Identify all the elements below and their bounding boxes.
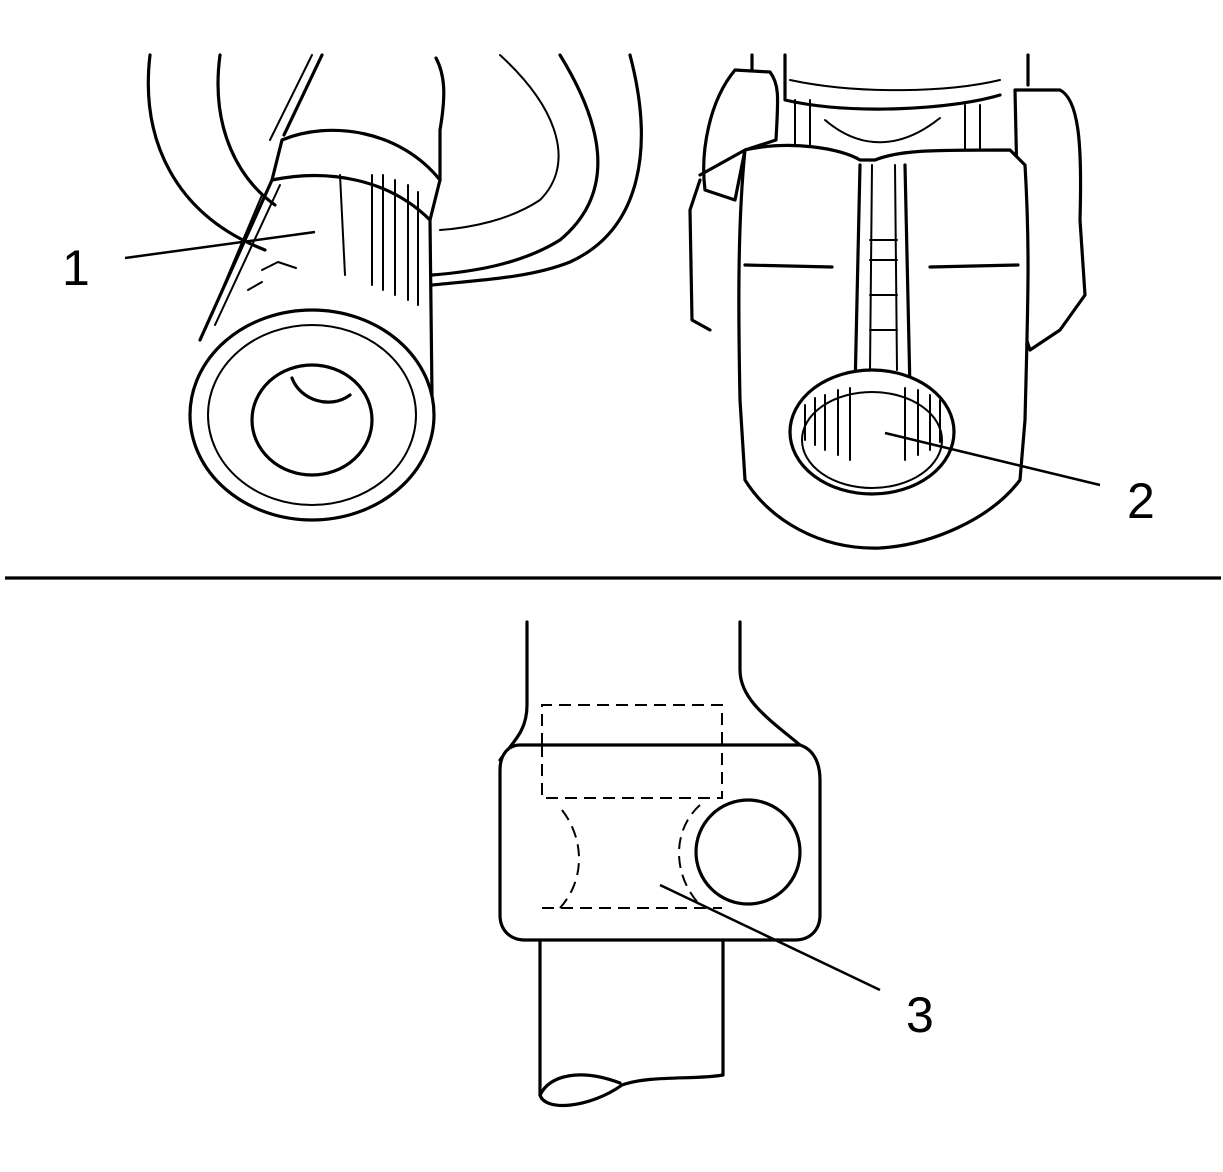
callout-2-leader xyxy=(884,431,1101,487)
callout-2-label: 2 xyxy=(1127,473,1155,529)
yoke-illustration xyxy=(688,53,1087,550)
callout-3-label: 3 xyxy=(906,987,934,1043)
callout-1-leader xyxy=(124,230,316,260)
callout-3-leader xyxy=(659,883,881,992)
splined-shaft-illustration xyxy=(146,53,643,522)
callout-1-label: 1 xyxy=(62,240,90,296)
assembly-side-view-illustration xyxy=(498,620,822,1107)
